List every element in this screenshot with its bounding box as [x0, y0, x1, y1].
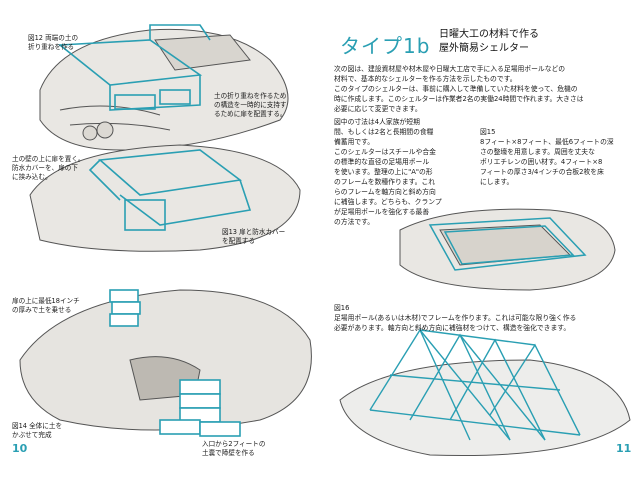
support-note: 土の折り重ねを作るため の構造を一時的に支持す るために扉を配置する。 [214, 92, 287, 118]
right-sketches [339, 208, 631, 457]
shelter-construction-sketches [19, 24, 312, 437]
fig15-text: 8フィート×8フィート、最低6フィートの深 さの整壕を用意します。周囲を丈夫な … [480, 138, 614, 186]
soil-depth-note: 扉の上に最低18インチ の厚みで土を乗せる [12, 297, 80, 314]
column-left-text: 図中の寸法は4人家族が短期 間、もしくは2名と長期間の食糧 備蓄用です。 このシ… [334, 118, 442, 226]
intro-text: 次の図は、建設資材屋や材木屋や日曜大工店で手に入る足場用ポールなどの 材料で、基… [334, 65, 584, 113]
fig16-text: 足場用ポール(あるいは木材)でフレームを作ります。これは可能な限り強く作る 必要… [334, 314, 577, 332]
page-number-left: 10 [12, 442, 28, 455]
page-number-right: 11 [616, 442, 632, 455]
fig12-caption: 図12 両端の土の 折り重ねを作る [28, 34, 79, 51]
door-note: 土の壁の上に扉を置く。 防水カバーを、扉の下 に挟み込む。 [12, 155, 85, 181]
fig13-caption: 図13 扉と防水カバー を配置する [222, 228, 286, 245]
fig15-label: 図15 [480, 128, 496, 136]
fig16-label: 図16 [334, 304, 350, 312]
fig14-caption: 図14 全体に土を かぶせて完成 [12, 422, 63, 439]
entrance-note: 入口から2フィートの 土嚢で障壁を作る [202, 440, 266, 457]
type-label: タイプ1b [340, 34, 431, 58]
page-title: 日曜大工の材料で作る 屋外簡易シェルター [439, 29, 539, 54]
